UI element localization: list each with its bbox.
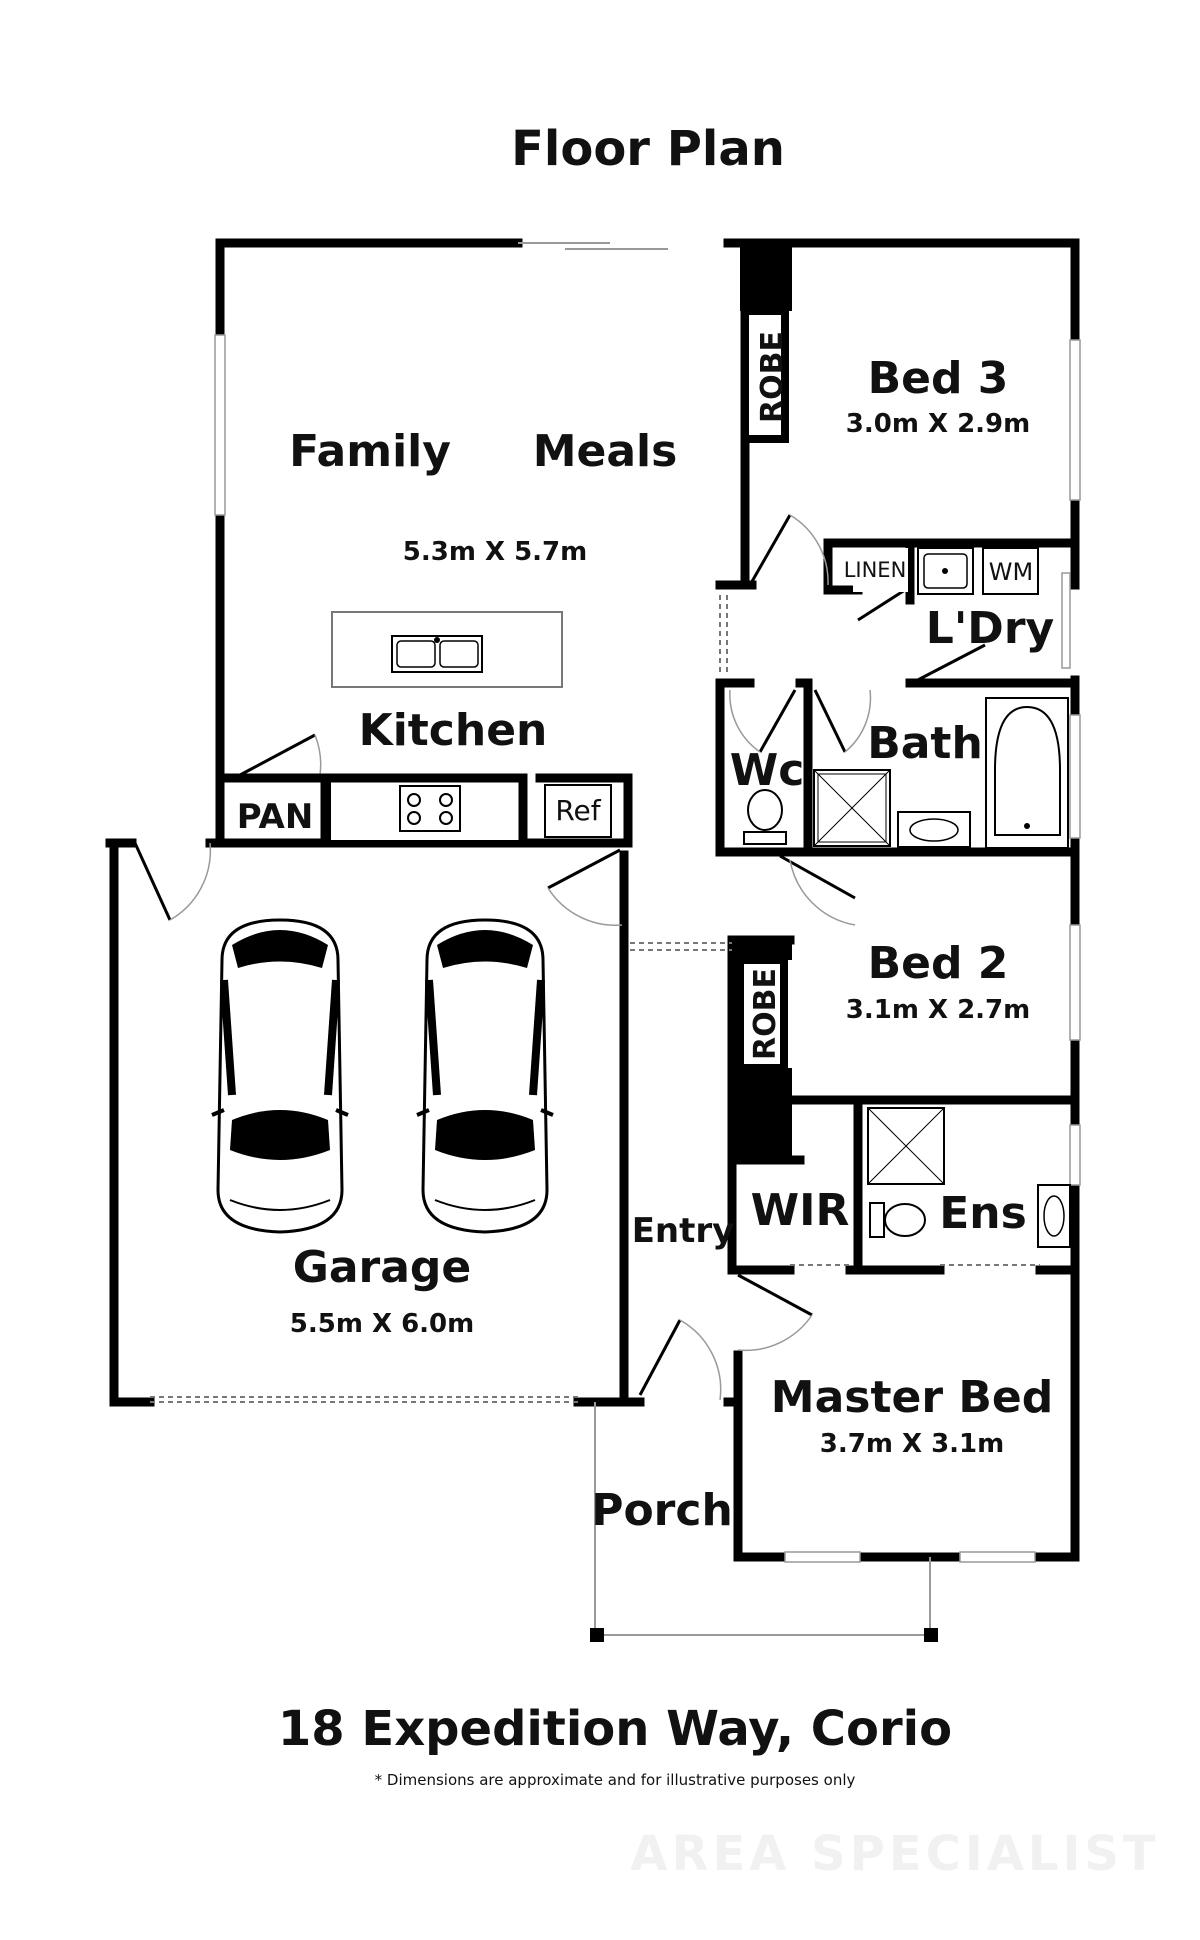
- bath-label: Bath: [867, 718, 983, 769]
- car-icon: [416, 918, 554, 1234]
- wm-label: WM: [989, 558, 1033, 586]
- laundry-label: L'Dry: [926, 603, 1054, 654]
- ensuite-toilet-icon: [869, 1202, 926, 1238]
- ensuite-shower-icon: [867, 1107, 945, 1185]
- sink-icon: [391, 635, 483, 673]
- garage-label: Garage: [293, 1242, 472, 1293]
- linen-label: LINEN: [844, 558, 907, 582]
- kitchen-island: [331, 611, 563, 688]
- pantry-label: PAN: [237, 797, 314, 837]
- kitchen-label: Kitchen: [359, 705, 548, 756]
- doors: [133, 514, 986, 1401]
- bed3-dimensions: 3.0m X 2.9m: [846, 409, 1030, 439]
- toilet-icon: [743, 789, 787, 845]
- porch-structure: [590, 1402, 938, 1642]
- plan-title: Floor Plan: [511, 121, 785, 177]
- family-label: Family: [289, 426, 451, 477]
- entry-label: Entry: [632, 1211, 735, 1251]
- property-address: 18 Expedition Way, Corio: [278, 1701, 952, 1757]
- car-icon: [211, 918, 349, 1234]
- ensuite-label: Ens: [939, 1188, 1027, 1239]
- bed2-label: Bed 2: [868, 938, 1009, 989]
- robe3-label: ROBE: [755, 331, 790, 423]
- openings: [150, 595, 1040, 1403]
- porch-label: Porch: [591, 1485, 733, 1536]
- watermark: AREA SPECIALIST: [630, 1826, 1159, 1882]
- meals-label: Meals: [533, 426, 678, 477]
- ensuite-basin-icon: [1037, 1184, 1071, 1248]
- cooktop-icon: [399, 785, 461, 832]
- interior-walls: [715, 238, 1080, 1275]
- master-dimensions: 3.7m X 3.1m: [820, 1429, 1004, 1459]
- master-label: Master Bed: [771, 1372, 1053, 1423]
- bathtub-icon: [985, 697, 1069, 849]
- wir-label: WIR: [751, 1185, 850, 1236]
- disclaimer: * Dimensions are approximate and for ill…: [375, 1771, 856, 1789]
- kitchen-bench: [220, 773, 633, 848]
- garage-dimensions: 5.5m X 6.0m: [290, 1309, 474, 1339]
- basin-icon: [897, 811, 971, 848]
- laundry-fixtures: [853, 547, 1039, 595]
- windows: [214, 242, 1081, 1563]
- robe2-label: ROBE: [748, 968, 783, 1060]
- shower-icon: [813, 769, 891, 847]
- meals-dimensions: 5.3m X 5.7m: [403, 537, 587, 567]
- bed2-dimensions: 3.1m X 2.7m: [846, 995, 1030, 1025]
- wc-label: Wc: [730, 745, 805, 796]
- fridge-label: Ref: [555, 794, 601, 827]
- bed3-label: Bed 3: [868, 353, 1009, 404]
